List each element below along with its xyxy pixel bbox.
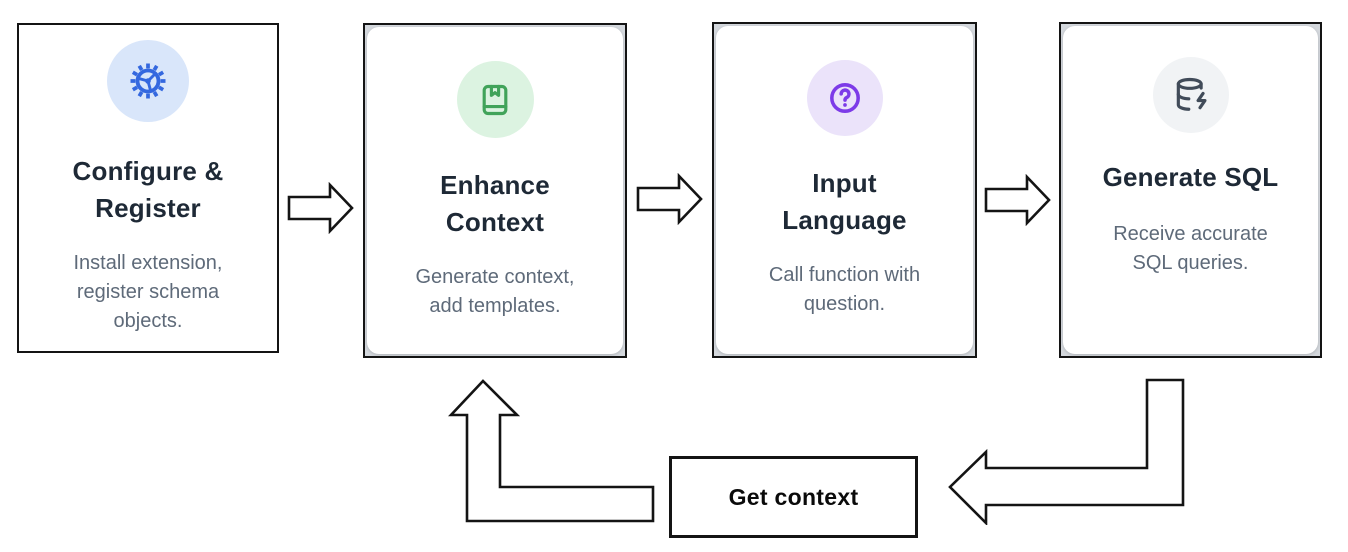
get-context-box: Get context — [669, 456, 918, 538]
database-zap-icon — [1152, 57, 1229, 133]
step-title: Configure & Register — [72, 156, 224, 223]
flow-arrow-right-icon — [287, 182, 354, 234]
book-icon — [456, 61, 534, 138]
step-card-body: Generate SQL Receive accurate SQL querie… — [1063, 26, 1318, 354]
step-title: Input Language — [782, 168, 907, 235]
step-card-body: Enhance Context Generate context, add te… — [367, 27, 623, 354]
step-card-body: Configure & Register Install extension, … — [19, 25, 277, 351]
step-description: Install extension, register schema objec… — [73, 252, 223, 332]
step-description: Generate context, add templates. — [415, 266, 575, 317]
step-card-generate-sql: Generate SQL Receive accurate SQL querie… — [1059, 22, 1322, 358]
step-card-body: Input Language Call function with questi… — [716, 26, 973, 354]
step-card-input-language: Input Language Call function with questi… — [712, 22, 977, 358]
step-card-enhance-context: Enhance Context Generate context, add te… — [363, 23, 627, 358]
get-context-label: Get context — [728, 483, 859, 510]
step-title: Generate SQL — [1102, 162, 1279, 192]
step-description: Call function with question. — [768, 264, 921, 315]
flow-arrow-right-icon — [636, 173, 703, 225]
loop-arrow-up-icon — [448, 379, 655, 523]
step-card-configure-register: Configure & Register Install extension, … — [17, 23, 279, 353]
flow-arrow-right-icon — [984, 174, 1051, 226]
help-circle-icon — [806, 60, 883, 136]
step-title: Enhance Context — [440, 170, 550, 237]
loop-arrow-left-icon — [948, 378, 1185, 525]
gear-icon — [107, 40, 189, 122]
step-description: Receive accurate SQL queries. — [1113, 223, 1268, 274]
